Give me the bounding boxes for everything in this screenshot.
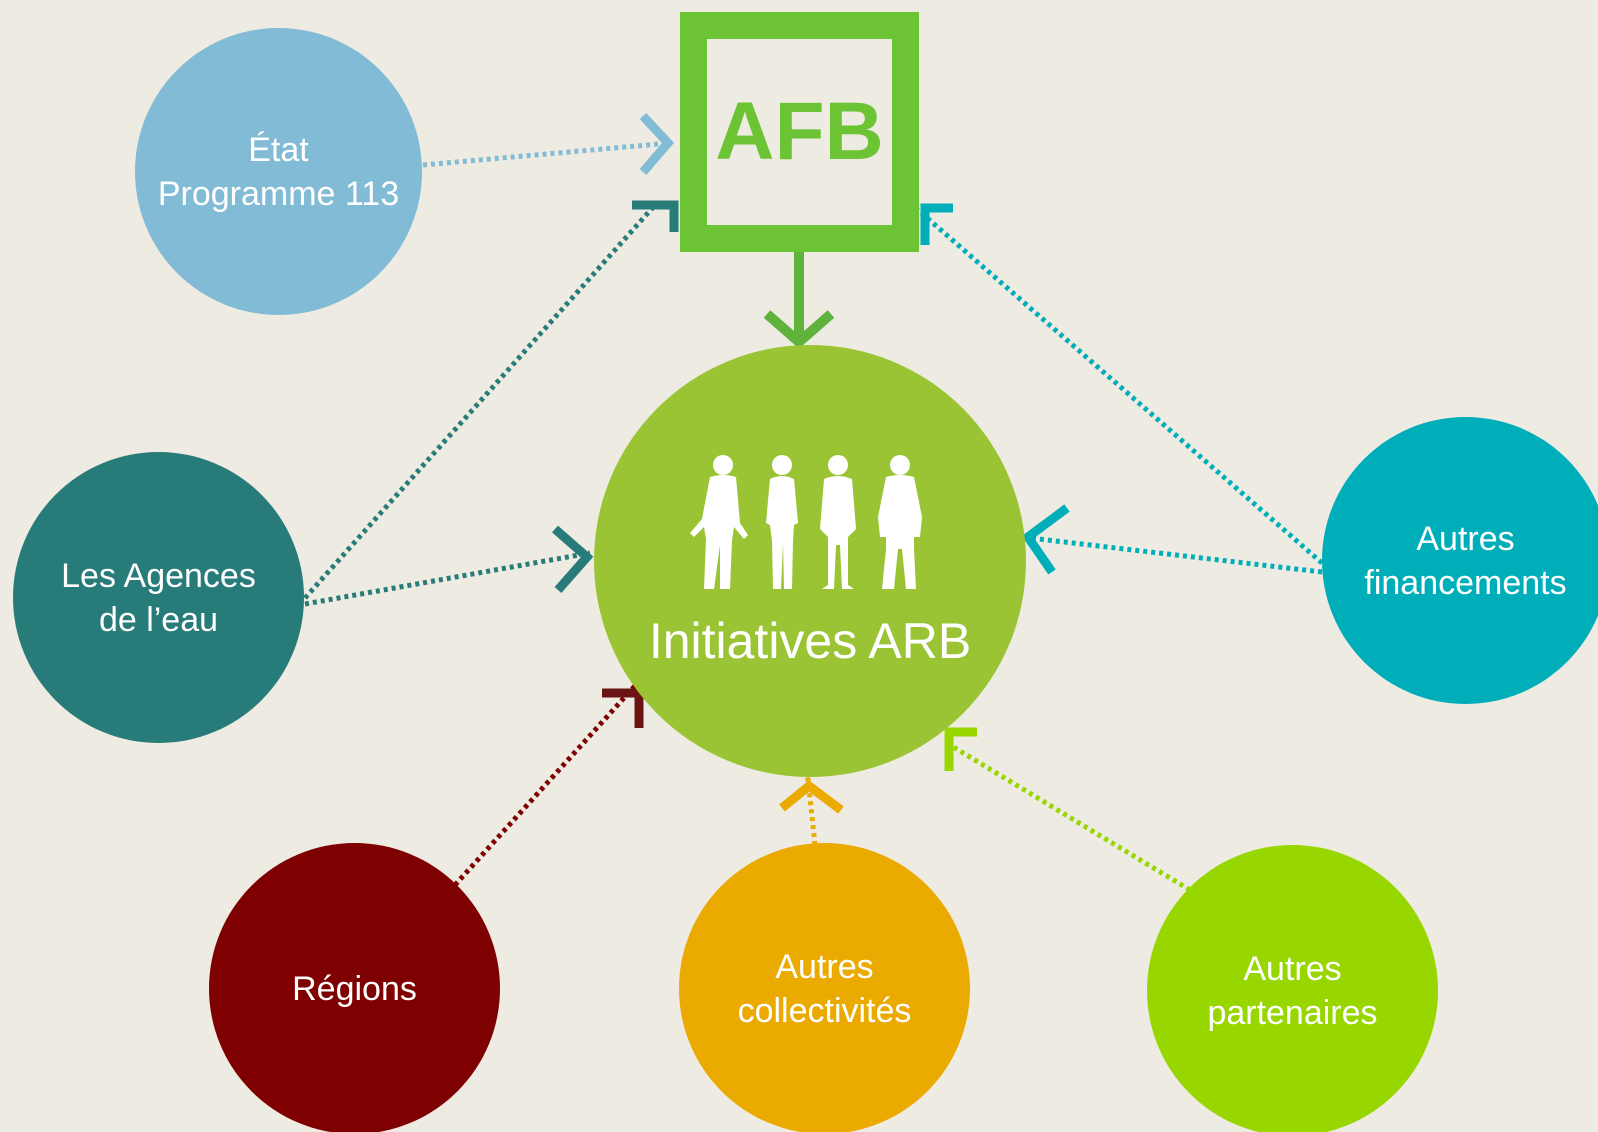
node-autres-financements: Autres financements (1322, 417, 1598, 704)
node-agences-line2: de l’eau (98, 600, 219, 639)
node-autres-collectivites-line2: collectivités (737, 991, 912, 1030)
connector-autres-partenaires-center (948, 742, 1192, 893)
node-etat-line2: Programme 113 (157, 174, 400, 213)
arrowhead-etat (639, 112, 675, 175)
afb-label: AFB (715, 86, 884, 177)
arrowhead-autres-collectivites (779, 780, 844, 814)
connector-autres-financements-afb (916, 208, 1324, 565)
node-agences-de-leau: Les Agences de l’eau (13, 452, 304, 743)
center-label: Initiatives ARB (648, 613, 972, 669)
arrowhead-autres-partenaires (944, 727, 977, 771)
arrowhead-afb-to-center (763, 310, 835, 349)
node-autres-partenaires-line1: Autres (1243, 949, 1342, 988)
node-autres-financements-line1: Autres (1416, 519, 1515, 558)
node-autres-partenaires-line2: partenaires (1207, 993, 1378, 1032)
arrowhead-agences-afb (632, 200, 679, 232)
connector-etat-afb (422, 140, 671, 168)
node-autres-partenaires: Autres partenaires (1147, 845, 1438, 1132)
arrowhead-autres-financements-afb (920, 203, 953, 245)
afb-box: AFB (680, 12, 919, 252)
node-agences-line1: Les Agences (61, 556, 256, 595)
connector-autres-financements-center (1029, 535, 1323, 575)
node-autres-collectivites: Autres collectivités (679, 843, 970, 1132)
arrowhead-autres-financements-center (1021, 504, 1070, 575)
node-etat: État Programme 113 (135, 28, 422, 315)
connector-agences-center (304, 550, 591, 607)
node-autres-financements-line2: financements (1364, 563, 1567, 602)
arrowhead-agences-center (552, 525, 594, 593)
node-regions: Régions (209, 843, 500, 1132)
node-regions-label: Régions (292, 969, 417, 1008)
node-autres-collectivites-line1: Autres (775, 947, 874, 986)
center-node-initiatives-arb: Initiatives ARB (594, 345, 1026, 777)
people-silhouettes-icon (690, 455, 922, 589)
connector-regions-center (453, 676, 644, 887)
node-etat-line1: État (248, 130, 309, 169)
